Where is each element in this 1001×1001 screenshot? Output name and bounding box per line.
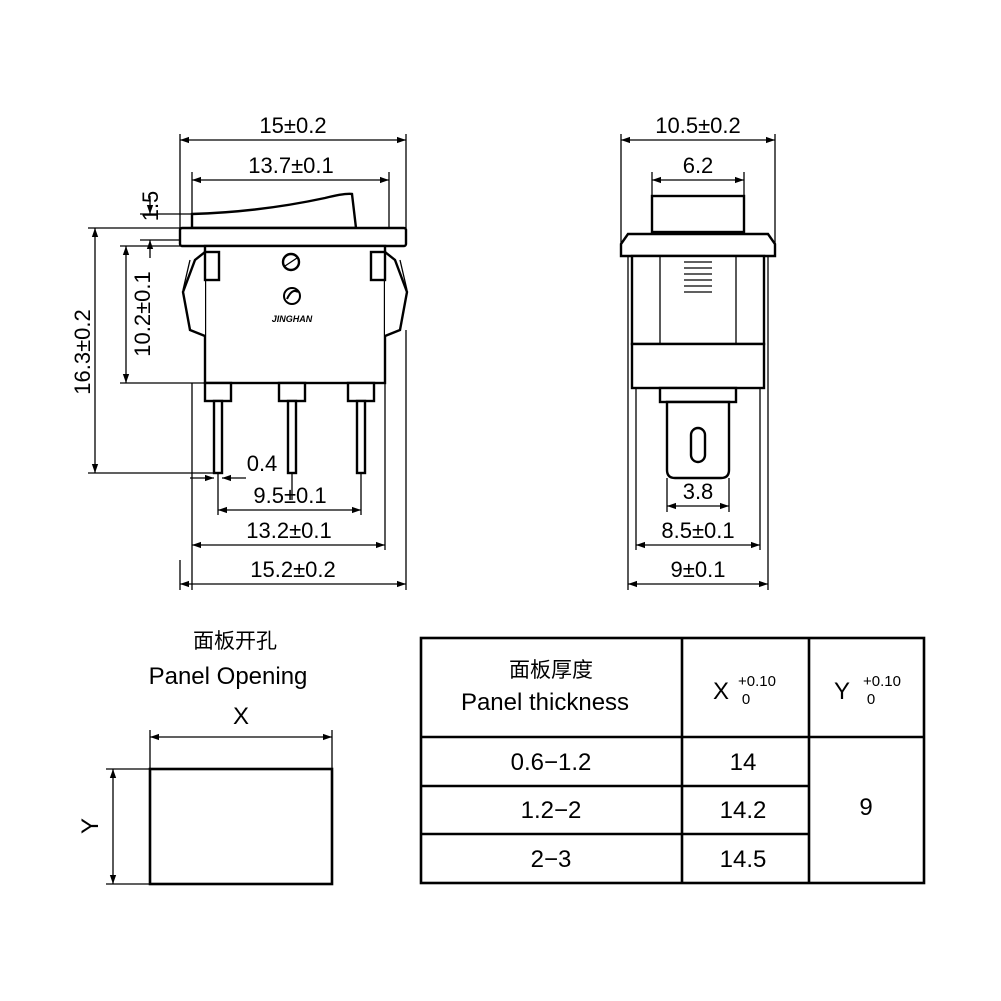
panel-opening: 面板开孔 Panel Opening X Y <box>77 629 334 886</box>
logo-text: JINGHAN <box>272 314 313 324</box>
pin-middle <box>286 399 298 475</box>
dim-terminal-width: 3.8 <box>683 479 714 504</box>
right-clip <box>384 251 409 338</box>
table-header-y: Y <box>834 678 850 705</box>
table-cell-thickness: 0.6−1.2 <box>511 749 592 776</box>
dim-pin-width: 0.4 <box>247 451 278 476</box>
table-header-x-tol-plus: +0.10 <box>738 673 776 690</box>
left-clip-tab <box>203 250 221 282</box>
terminal-slot <box>689 426 707 464</box>
side-rocker <box>650 194 746 234</box>
front-flange <box>178 226 408 248</box>
dim-base-width: 15.2±0.2 <box>250 557 335 582</box>
side-ribs <box>684 261 712 293</box>
dim-overall-width: 15±0.2 <box>259 113 326 138</box>
dim-rocker-height: 1.5 <box>138 191 163 222</box>
rocker-outline <box>190 192 358 230</box>
dim-side-base-width: 9±0.1 <box>671 557 726 582</box>
panel-opening-title-en: Panel Opening <box>149 663 308 690</box>
table-header-thickness-en: Panel thickness <box>461 689 629 716</box>
dim-pin-pitch: 9.5±0.1 <box>253 483 326 508</box>
dim-rocker-width: 6.2 <box>683 153 714 178</box>
side-flange <box>619 232 777 258</box>
table-header-thickness-cn: 面板厚度 <box>509 658 593 682</box>
table-cell-y: 9 <box>859 794 872 821</box>
dim-inner-width: 13.7±0.1 <box>248 153 333 178</box>
pin-left <box>212 399 224 475</box>
left-clip <box>181 251 206 338</box>
thickness-table: 面板厚度 Panel thickness X +0.10 0 Y +0.10 0… <box>419 636 926 885</box>
table-cell-x: 14.2 <box>720 797 767 824</box>
table-header-x-tol-zero: 0 <box>742 691 750 708</box>
brand-logo-icon <box>283 287 301 305</box>
pin-right <box>355 399 367 475</box>
panel-opening-title-cn: 面板开孔 <box>193 629 277 653</box>
table-cell-x: 14.5 <box>720 846 767 873</box>
dim-body-height: 10.2±0.1 <box>130 271 155 356</box>
side-terminal-step <box>658 386 738 404</box>
right-clip-tab <box>369 250 387 282</box>
pin-base-left <box>203 381 233 403</box>
dim-side-body-width: 8.5±0.1 <box>661 518 734 543</box>
pin-base-right <box>346 381 376 403</box>
panel-opening-rect <box>148 767 334 886</box>
side-upper-body <box>630 254 766 346</box>
table-header-x: X <box>713 678 729 705</box>
panel-opening-x-label: X <box>233 703 249 730</box>
pin-base-middle <box>277 381 307 403</box>
side-view: 10.5±0.2 6.2 3.8 8.5±0.1 9±0.1 <box>619 113 777 590</box>
table-cell-thickness: 1.2−2 <box>521 797 582 824</box>
dim-total-height: 16.3±0.2 <box>70 309 95 394</box>
table-header-y-tol-zero: 0 <box>867 691 875 708</box>
table-cell-x: 14 <box>730 749 757 776</box>
dim-outer-pin-span: 13.2±0.1 <box>246 518 331 543</box>
dim-side-overall-width: 10.5±0.2 <box>655 113 740 138</box>
front-view: JINGHAN 15±0.2 13.7±0.1 <box>70 113 409 590</box>
table-header-y-tol-plus: +0.10 <box>863 673 901 690</box>
table-cell-thickness: 2−3 <box>531 846 572 873</box>
side-lower-body <box>630 342 766 390</box>
panel-opening-y-label: Y <box>77 818 104 834</box>
